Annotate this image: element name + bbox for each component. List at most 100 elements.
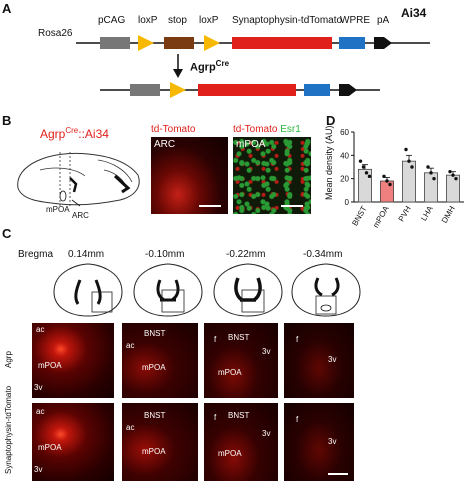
scale-bar-c — [328, 473, 348, 475]
syp-section-4: f 3v — [284, 403, 354, 481]
mpoa-micrograph: mPOA — [233, 137, 311, 214]
data-point — [367, 174, 372, 179]
wpre-label: WPRE — [340, 15, 370, 26]
data-point — [361, 165, 366, 169]
bregma-level-4: -0.34mm — [303, 249, 343, 260]
third-v-label-3: 3v — [262, 347, 271, 356]
data-point — [364, 171, 369, 175]
pcag-label: pCAG — [98, 15, 126, 26]
img1-title: td-Tomato — [151, 124, 196, 135]
construct-diagram — [76, 35, 430, 98]
data-point — [407, 159, 411, 163]
syp-section-2: BNST ac mPOA — [122, 403, 198, 481]
arc-region-label: ARC — [154, 139, 176, 150]
mpoa-label-3: mPOA — [218, 368, 242, 377]
bregma-level-1: 0.14mm — [68, 249, 105, 260]
mpoa-label-r2-3: mPOA — [218, 449, 242, 458]
coronal-section-4 — [291, 263, 361, 317]
pa-arrow-top — [374, 37, 392, 49]
mpoa-label-r2-1: mPOA — [38, 443, 62, 452]
img2-title-tdtomato: td-Tomato — [233, 124, 278, 135]
panel-d-label: D — [326, 113, 336, 128]
agrp-section-3: f BNST mPOA 3v — [204, 323, 278, 398]
f-label-3: f — [214, 335, 217, 344]
x-tick-label: DMH — [440, 204, 457, 224]
bar-bnst — [358, 168, 373, 203]
scale-bar-arc — [199, 205, 221, 207]
y-tick-label: 20 — [340, 175, 349, 184]
mpoa-label-1: mPOA — [38, 361, 62, 370]
coronal-section-2 — [133, 263, 203, 317]
agrp-section-2: BNST ac mPOA — [122, 323, 198, 398]
loxp-triangle-1 — [138, 35, 154, 51]
agrp-cre-cross: AgrpCre — [190, 59, 229, 74]
bnst-label-2: BNST — [144, 329, 166, 338]
img2-title: td-Tomato Esr1 — [233, 124, 301, 135]
genotype-sup: Cre — [65, 126, 79, 135]
third-v-label-1: 3v — [34, 383, 43, 392]
mpoa-schematic-label: mPOA — [46, 205, 70, 214]
tdtomato-block — [232, 37, 332, 49]
stop-block — [164, 37, 194, 49]
bnst-label-3: BNST — [228, 333, 250, 342]
agrp-section-4: f 3v — [284, 323, 354, 398]
y-tick-label: 40 — [340, 151, 349, 160]
ac-label-2: ac — [126, 341, 135, 350]
y-tick-label: 60 — [340, 128, 349, 137]
coronal-section-1 — [53, 263, 123, 317]
genotype-gene: Agrp — [40, 127, 66, 141]
agrp-section-1: ac mPOA 3v — [32, 323, 114, 398]
f-label-r2-3: f — [214, 413, 217, 422]
x-tick-label: BNST — [350, 204, 369, 227]
syp-section-1: ac mPOA 3v — [32, 403, 114, 481]
loxp-label-2: loxP — [199, 15, 219, 26]
data-point — [358, 159, 363, 163]
panel-c-label: C — [2, 226, 12, 241]
loxp-triangle-recombined — [170, 82, 186, 98]
panel-b-label: B — [2, 113, 12, 128]
cross-sup: Cre — [215, 59, 230, 68]
tdtomato-block-recombined — [198, 84, 296, 96]
arc-schematic-label: ARC — [72, 211, 89, 220]
data-point — [432, 176, 436, 181]
stop-label: stop — [168, 15, 187, 26]
x-tick-label: LHA — [419, 204, 435, 223]
f-label-r2-4: f — [296, 415, 299, 424]
mpoa-region-label: mPOA — [236, 139, 266, 150]
loxp-label-1: loxP — [138, 15, 158, 26]
third-v-label-r2-1: 3v — [34, 465, 43, 474]
cross-arrow-head — [173, 69, 183, 78]
data-point — [429, 171, 433, 175]
pa-label: pA — [377, 15, 390, 26]
bregma-label: Bregma — [18, 249, 54, 260]
data-point — [382, 174, 386, 179]
pa-arrow-bottom — [339, 84, 357, 96]
loxp-triangle-2 — [204, 35, 220, 51]
rosa26-label: Rosa26 — [38, 28, 73, 39]
data-point — [388, 182, 392, 187]
row-label-agrp: Agrp — [4, 351, 13, 368]
syp-tdtomato-label: Synaptophysin-tdTomato — [232, 15, 343, 26]
data-point — [410, 165, 414, 169]
ai34-title: Ai34 — [401, 6, 427, 20]
bnst-label-r2-3: BNST — [228, 411, 250, 420]
bar-lha — [424, 172, 439, 203]
x-tick-label: mPOA — [371, 204, 391, 229]
bar-dmh — [446, 174, 461, 203]
pcag-block — [100, 37, 130, 49]
data-point — [448, 169, 452, 174]
y-tick-label: 0 — [345, 198, 350, 207]
cross-gene: Agrp — [190, 61, 216, 74]
ac-label-r2-2: ac — [126, 423, 135, 432]
coronal-atlas-row — [53, 263, 361, 317]
sagittal-brain-schematic — [17, 152, 140, 207]
mpoa-label-2: mPOA — [142, 363, 166, 372]
arc-micrograph: ARC — [151, 137, 228, 214]
third-v-label-r2-4: 3v — [328, 437, 337, 446]
scale-bar-mpoa — [281, 205, 303, 207]
wpre-block — [339, 37, 365, 49]
img2-title-esr1: Esr1 — [280, 124, 301, 135]
data-point — [404, 147, 408, 152]
bnst-label-r2-2: BNST — [144, 411, 166, 420]
